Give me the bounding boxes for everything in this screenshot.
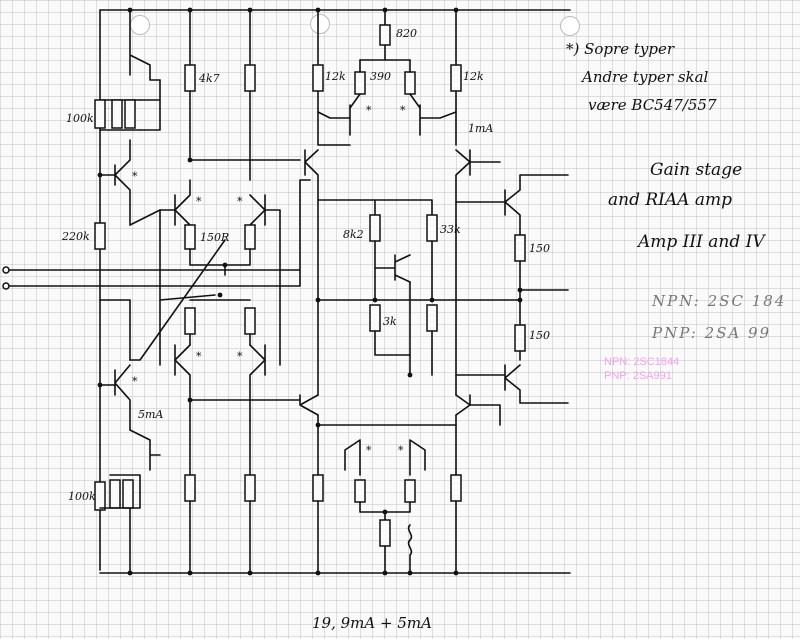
svg-text:*: * [132, 170, 138, 183]
input-terminal [2, 266, 10, 274]
label-4k7: 4k7 [198, 72, 220, 85]
npn-typed-label: NPN: 2SC1844 [604, 356, 680, 368]
label-390: 390 [370, 70, 391, 83]
svg-text:*: * [237, 350, 243, 363]
label-100k-bottom: 100k [68, 490, 96, 503]
binder-hole [560, 16, 580, 36]
svg-text:*: * [366, 444, 372, 457]
star-note-line2: Andre typer skal [582, 68, 709, 86]
label-3k: 3k [383, 315, 397, 328]
binder-hole [310, 14, 330, 34]
title-line2: and RIAA amp [608, 190, 732, 210]
label-150R: 150R [200, 231, 229, 244]
label-12k-left: 12k [325, 70, 346, 83]
label-820: 820 [396, 27, 417, 40]
left-current-source-top [94, 9, 161, 571]
label-100k-top: 100k [66, 112, 94, 125]
junction-dots [97, 7, 523, 576]
label-1mA: 1mA [468, 122, 493, 135]
lower-diff-pair [129, 239, 301, 574]
output-stage [455, 174, 569, 426]
label-220k: 220k [61, 230, 90, 243]
star-note-line3: være BC547/557 [588, 96, 717, 114]
label-12k-right: 12k [463, 70, 484, 83]
svg-text:*: * [237, 195, 243, 208]
svg-text:*: * [366, 104, 372, 117]
title-line1: Gain stage [650, 160, 743, 180]
center-vas [299, 9, 521, 426]
svg-text:*: * [398, 444, 404, 457]
label-33k: 33k [440, 223, 461, 236]
svg-text:*: * [132, 375, 138, 388]
star-note-line1: *) Sopre typer [566, 40, 674, 58]
input-wires [8, 179, 311, 287]
pnp-note: PNP: 2SA 99 [652, 324, 772, 342]
label-150-a: 150 [529, 242, 550, 255]
svg-text:*: * [196, 195, 202, 208]
bottom-current-mirror [312, 424, 462, 574]
label-5mA: 5mA [138, 408, 163, 421]
npn-note: NPN: 2SC 184 [652, 292, 787, 310]
pnp-typed-label: PNP: 2SA991 [604, 370, 672, 382]
title-line3: Amp III and IV [638, 232, 765, 252]
svg-text:*: * [196, 350, 202, 363]
upper-diff-pair [129, 9, 301, 366]
left-current-source-bottom [94, 299, 161, 574]
label-150-b: 150 [529, 329, 550, 342]
footer-note: 19, 9mA + 5mA [312, 614, 432, 632]
input-terminal [2, 282, 10, 290]
label-8k2: 8k2 [343, 228, 364, 241]
svg-text:*: * [400, 104, 406, 117]
star-marks: * * * * * * * * * * [132, 104, 406, 457]
